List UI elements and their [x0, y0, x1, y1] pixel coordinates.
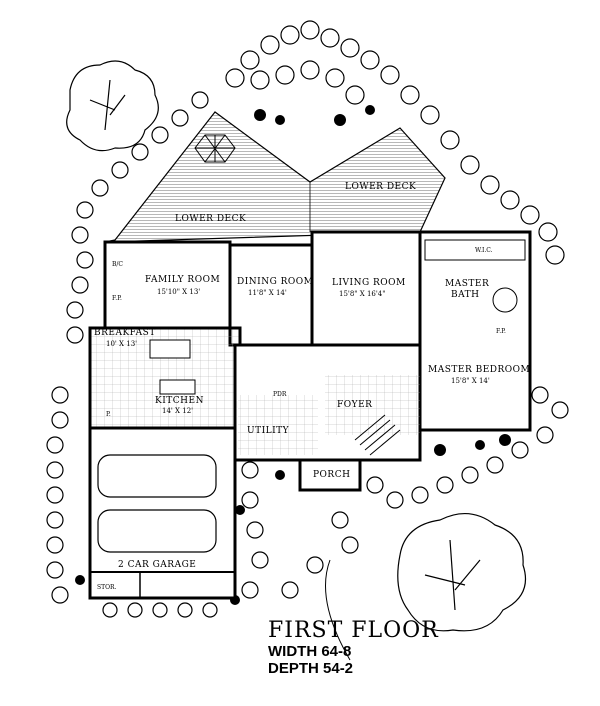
breakfast-label: BREAKFAST	[94, 328, 156, 338]
gazebo-icon	[194, 134, 236, 163]
utility-label: UTILITY	[247, 426, 290, 436]
foyer-label: FOYER	[337, 400, 372, 410]
lower-deck	[104, 111, 446, 243]
utility-floor	[238, 395, 318, 455]
garage-cars	[97, 454, 217, 553]
pdr-label: PDR	[273, 391, 287, 398]
kitchen-size: 14' X 12'	[162, 407, 193, 415]
bc-label: B/C	[112, 261, 123, 268]
pantry-label: P.	[106, 411, 111, 418]
tree-icon	[66, 60, 159, 152]
shrubs	[46, 20, 569, 618]
porch-label: PORCH	[313, 470, 350, 480]
dining-room-label: DINING ROOM	[237, 277, 313, 287]
breakfast-size: 10' X 13'	[106, 340, 137, 348]
living-room-size: 15'8" X 16'4"	[339, 290, 385, 298]
family-room-label: FAMILY ROOM	[145, 275, 220, 285]
plan-title: FIRST FLOOR	[268, 618, 439, 643]
master-bath-label-2: BATH	[451, 290, 479, 300]
plan-caption: FIRST FLOOR WIDTH 64-8 DEPTH 54-2	[268, 618, 439, 677]
lower-deck-left-label: LOWER DECK	[175, 214, 246, 224]
walkway	[325, 559, 351, 661]
family-fp-label: F.P.	[112, 295, 122, 302]
master-bedroom-label: MASTER BEDROOM	[428, 365, 530, 375]
master-bath-fixtures	[424, 239, 526, 313]
garage-label: 2 CAR GARAGE	[118, 560, 196, 570]
master-fp-label: F.P.	[496, 328, 506, 335]
lower-deck-right-label: LOWER DECK	[345, 182, 416, 192]
master-bedroom-size: 15'8" X 14'	[451, 377, 490, 385]
living-room-label: LIVING ROOM	[332, 278, 406, 288]
tree-icon	[397, 513, 527, 632]
plan-depth: DEPTH 54-2	[268, 660, 354, 677]
dining-room-size: 11'8" X 14'	[248, 289, 287, 297]
storage-label: STOR.	[97, 584, 117, 591]
master-bath-label: MASTER	[445, 279, 489, 289]
plan-width: WIDTH 64-8	[268, 643, 352, 660]
kitchen-label: KITCHEN	[155, 396, 204, 406]
wic-label: W.I.C.	[475, 247, 493, 254]
kitchen-island	[149, 339, 196, 395]
dark-shrubs	[75, 105, 511, 605]
family-room-size: 15'10" X 13'	[157, 288, 200, 296]
stairs	[354, 414, 401, 456]
